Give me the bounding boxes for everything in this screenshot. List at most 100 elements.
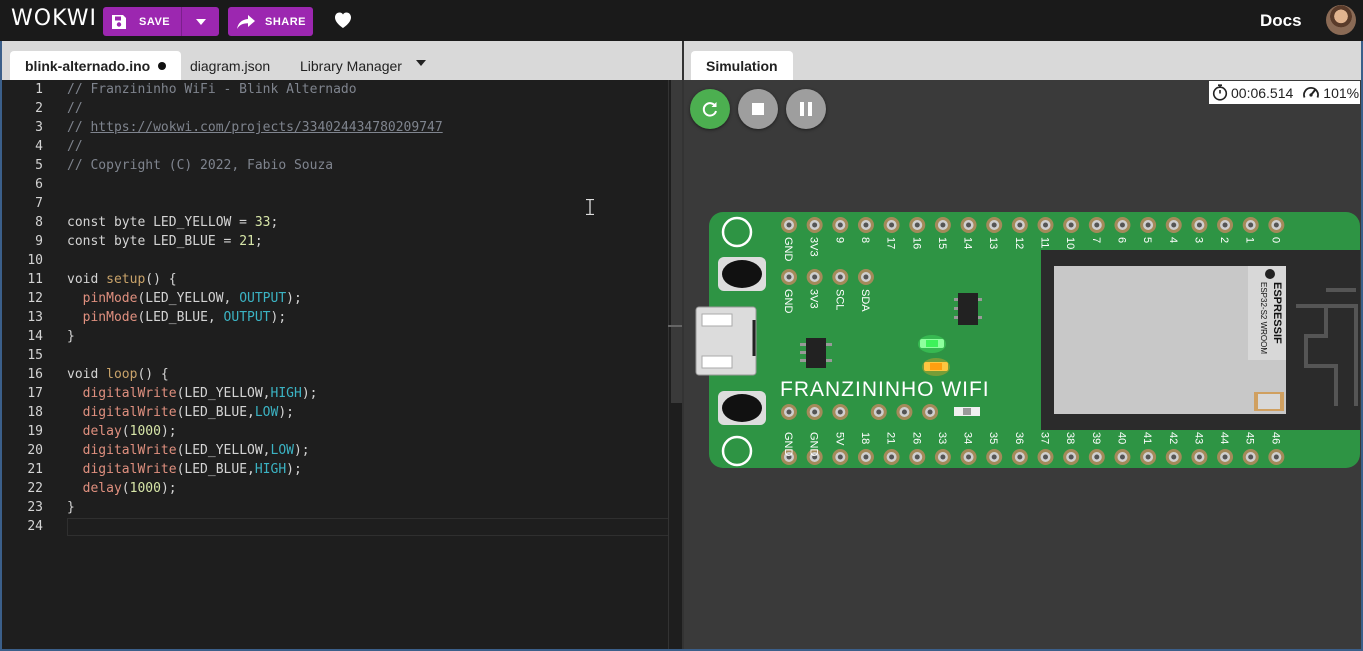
pin-hole bbox=[863, 274, 869, 280]
green-led bbox=[918, 335, 946, 353]
pin-label: 45 bbox=[1244, 432, 1256, 444]
code-line[interactable]: digitalWrite(LED_YELLOW,LOW); bbox=[82, 443, 310, 458]
pin-hole bbox=[1248, 454, 1254, 460]
power-led bbox=[954, 407, 980, 416]
pin-hole bbox=[991, 222, 997, 228]
pin-label: GND bbox=[782, 289, 794, 314]
pin-hole bbox=[863, 222, 869, 228]
user-avatar[interactable] bbox=[1326, 5, 1356, 35]
stop-button[interactable] bbox=[738, 89, 778, 129]
wokwi-logo[interactable]: WOKWI bbox=[11, 6, 97, 31]
pin-label: 35 bbox=[987, 432, 999, 444]
code-line[interactable]: digitalWrite(LED_BLUE,HIGH); bbox=[82, 462, 302, 477]
pin-label: 5 bbox=[1141, 237, 1153, 243]
top-bar: WOKWI SAVE SHARE Docs bbox=[0, 0, 1363, 41]
code-line[interactable]: pinMode(LED_YELLOW, OUTPUT); bbox=[82, 291, 302, 306]
panel-divider[interactable] bbox=[682, 41, 684, 649]
code-line[interactable]: delay(1000); bbox=[82, 481, 177, 496]
stop-icon bbox=[752, 103, 764, 115]
pin-label: 3V3 bbox=[808, 289, 820, 309]
heart-icon[interactable] bbox=[333, 10, 353, 30]
code-line[interactable]: // https://wokwi.com/projects/3340244347… bbox=[67, 120, 443, 135]
pin-label: SDA bbox=[859, 289, 871, 312]
line-number: 19 bbox=[27, 424, 43, 439]
code-line[interactable]: // Copyright (C) 2022, Fabio Souza bbox=[67, 158, 334, 173]
code-line[interactable]: // Franzininho WiFi - Blink Alternado bbox=[67, 82, 357, 97]
editor-scrollbar-thumb[interactable] bbox=[671, 80, 683, 403]
code-line[interactable]: void loop() { bbox=[67, 367, 169, 382]
svg-text:ESPRESSIF: ESPRESSIF bbox=[1271, 282, 1283, 344]
code-line[interactable]: void setup() { bbox=[67, 272, 177, 287]
editor-scrollbar[interactable] bbox=[668, 80, 683, 649]
tab-label: Library Manager bbox=[300, 57, 402, 74]
docs-link[interactable]: Docs bbox=[1260, 11, 1302, 30]
divider-grip[interactable] bbox=[668, 325, 682, 327]
share-button[interactable]: SHARE bbox=[228, 7, 313, 36]
pin-hole bbox=[914, 454, 920, 460]
pin-label: 14 bbox=[962, 237, 974, 249]
line-number: 4 bbox=[35, 139, 43, 154]
pin-hole bbox=[1248, 222, 1254, 228]
pin-hole bbox=[1043, 222, 1048, 228]
save-options-button[interactable] bbox=[182, 7, 219, 36]
code-line[interactable]: delay(1000); bbox=[82, 424, 177, 439]
line-number: 13 bbox=[27, 310, 43, 325]
restart-button[interactable] bbox=[690, 89, 730, 129]
usb-connector bbox=[695, 306, 757, 376]
pin-hole bbox=[901, 409, 907, 415]
pin-hole bbox=[889, 454, 895, 460]
tab-simulation[interactable]: Simulation bbox=[691, 51, 793, 80]
line-number: 6 bbox=[35, 177, 43, 192]
pin-hole bbox=[927, 409, 933, 415]
save-button[interactable]: SAVE bbox=[103, 7, 180, 36]
pin-hole bbox=[940, 222, 946, 228]
pin-hole bbox=[812, 222, 818, 228]
pause-button[interactable] bbox=[786, 89, 826, 129]
pause-icon bbox=[800, 102, 812, 116]
code-line[interactable]: } bbox=[67, 500, 75, 515]
pin-hole bbox=[837, 454, 843, 460]
line-number: 14 bbox=[27, 329, 43, 344]
pin-hole bbox=[837, 222, 843, 228]
pin-hole bbox=[1171, 222, 1177, 228]
pin-label: SCL bbox=[833, 289, 845, 310]
pin-hole bbox=[914, 222, 920, 228]
tab-library-manager[interactable]: Library Manager bbox=[300, 51, 402, 80]
board-name-label: FRANZININHO WIFI bbox=[780, 378, 990, 401]
code-line[interactable]: const byte LED_BLUE = 21; bbox=[67, 234, 263, 249]
line-number: 12 bbox=[27, 291, 43, 306]
push-buttons[interactable] bbox=[718, 257, 766, 425]
pin-hole bbox=[1068, 454, 1074, 460]
current-line-highlight bbox=[67, 518, 682, 536]
pin-hole bbox=[1145, 222, 1151, 228]
code-line[interactable]: digitalWrite(LED_YELLOW,HIGH); bbox=[82, 386, 318, 401]
line-number: 20 bbox=[27, 443, 43, 458]
pin-hole bbox=[940, 454, 946, 460]
code-line[interactable]: } bbox=[67, 329, 75, 344]
code-line[interactable]: digitalWrite(LED_BLUE,LOW); bbox=[82, 405, 294, 420]
tab-blink-alternado[interactable]: blink-alternado.ino bbox=[10, 51, 182, 80]
pin-hole bbox=[812, 454, 818, 460]
chevron-down-icon[interactable] bbox=[416, 60, 426, 66]
pin-hole bbox=[966, 222, 972, 228]
editor-tab-bar: blink-alternado.ino diagram.json Library… bbox=[2, 41, 682, 80]
code-line[interactable]: // bbox=[67, 101, 83, 116]
pin-hole bbox=[1273, 222, 1279, 228]
pin-label: 18 bbox=[859, 432, 871, 444]
pin-hole bbox=[1222, 454, 1228, 460]
svg-text:ESP32-S2 WROOM: ESP32-S2 WROOM bbox=[1259, 282, 1268, 354]
code-line[interactable]: // bbox=[67, 139, 83, 154]
mounting-holes bbox=[721, 216, 753, 467]
share-label: SHARE bbox=[265, 15, 307, 28]
line-number: 23 bbox=[27, 500, 43, 515]
tab-diagram-json[interactable]: diagram.json bbox=[190, 51, 270, 80]
pin-hole bbox=[1145, 454, 1151, 460]
pin-label: 5V bbox=[833, 432, 845, 446]
line-number: 21 bbox=[27, 462, 43, 477]
code-line[interactable]: pinMode(LED_BLUE, OUTPUT); bbox=[82, 310, 287, 325]
pin-label: 37 bbox=[1039, 432, 1051, 444]
code-line[interactable]: const byte LED_YELLOW = 33; bbox=[67, 215, 279, 230]
restart-icon bbox=[702, 102, 717, 117]
